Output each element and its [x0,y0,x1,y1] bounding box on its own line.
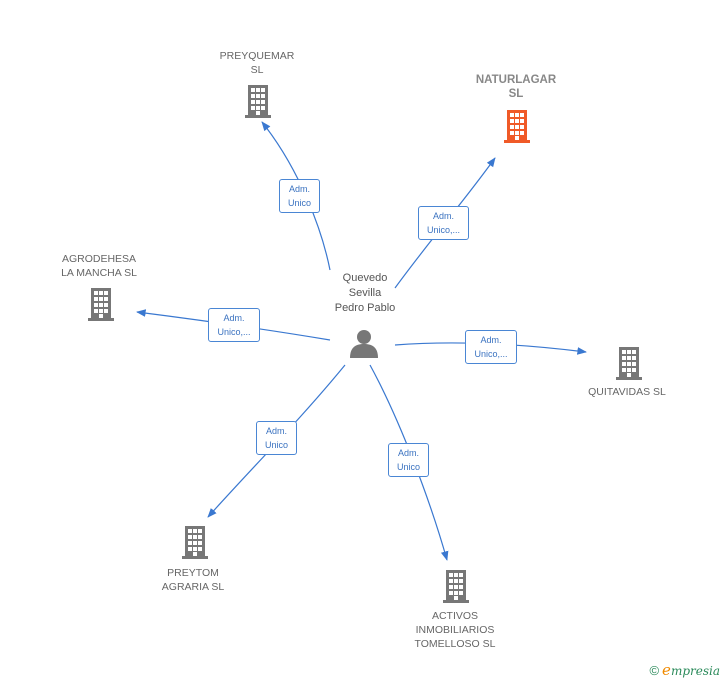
footer-brand[interactable]: ©empresia [649,661,720,679]
brand-name: mpresia [670,664,720,678]
building-icon[interactable] [614,346,644,380]
company-name-preytom[interactable]: PREYTOM AGRARIA SL [161,567,225,593]
building-icon[interactable] [243,84,273,118]
edge-label-naturlagar[interactable]: Adm. Unico,... [418,206,469,240]
building-icon[interactable] [180,525,210,559]
building-icon[interactable] [441,569,471,603]
building-icon[interactable] [502,109,532,143]
company-name-preyquemar[interactable]: PREYQUEMAR SL [219,50,295,76]
company-name-agrodehesa[interactable]: AGRODEHESA LA MANCHA SL [61,253,137,279]
person-name[interactable]: Quevedo Sevilla Pedro Pablo [334,272,396,314]
edge-label-agrodehesa[interactable]: Adm. Unico,... [208,308,260,342]
copyright-icon: © [649,663,660,678]
edge-label-activos[interactable]: Adm. Unico [388,443,429,477]
person-icon[interactable] [348,328,380,358]
edge-label-preytom[interactable]: Adm. Unico [256,421,297,455]
edge-label-quitavidas[interactable]: Adm. Unico,... [465,330,517,364]
company-name-quitavidas[interactable]: QUITAVIDAS SL [588,386,666,398]
building-icon[interactable] [86,287,116,321]
company-name-naturlagar[interactable]: NATURLAGAR SL [475,74,557,100]
edge-label-preyquemar[interactable]: Adm. Unico [279,179,320,213]
brand-logo-initial: e [662,661,671,679]
company-name-activos[interactable]: ACTIVOS INMOBILIARIOS TOMELLOSO SL [414,610,496,650]
